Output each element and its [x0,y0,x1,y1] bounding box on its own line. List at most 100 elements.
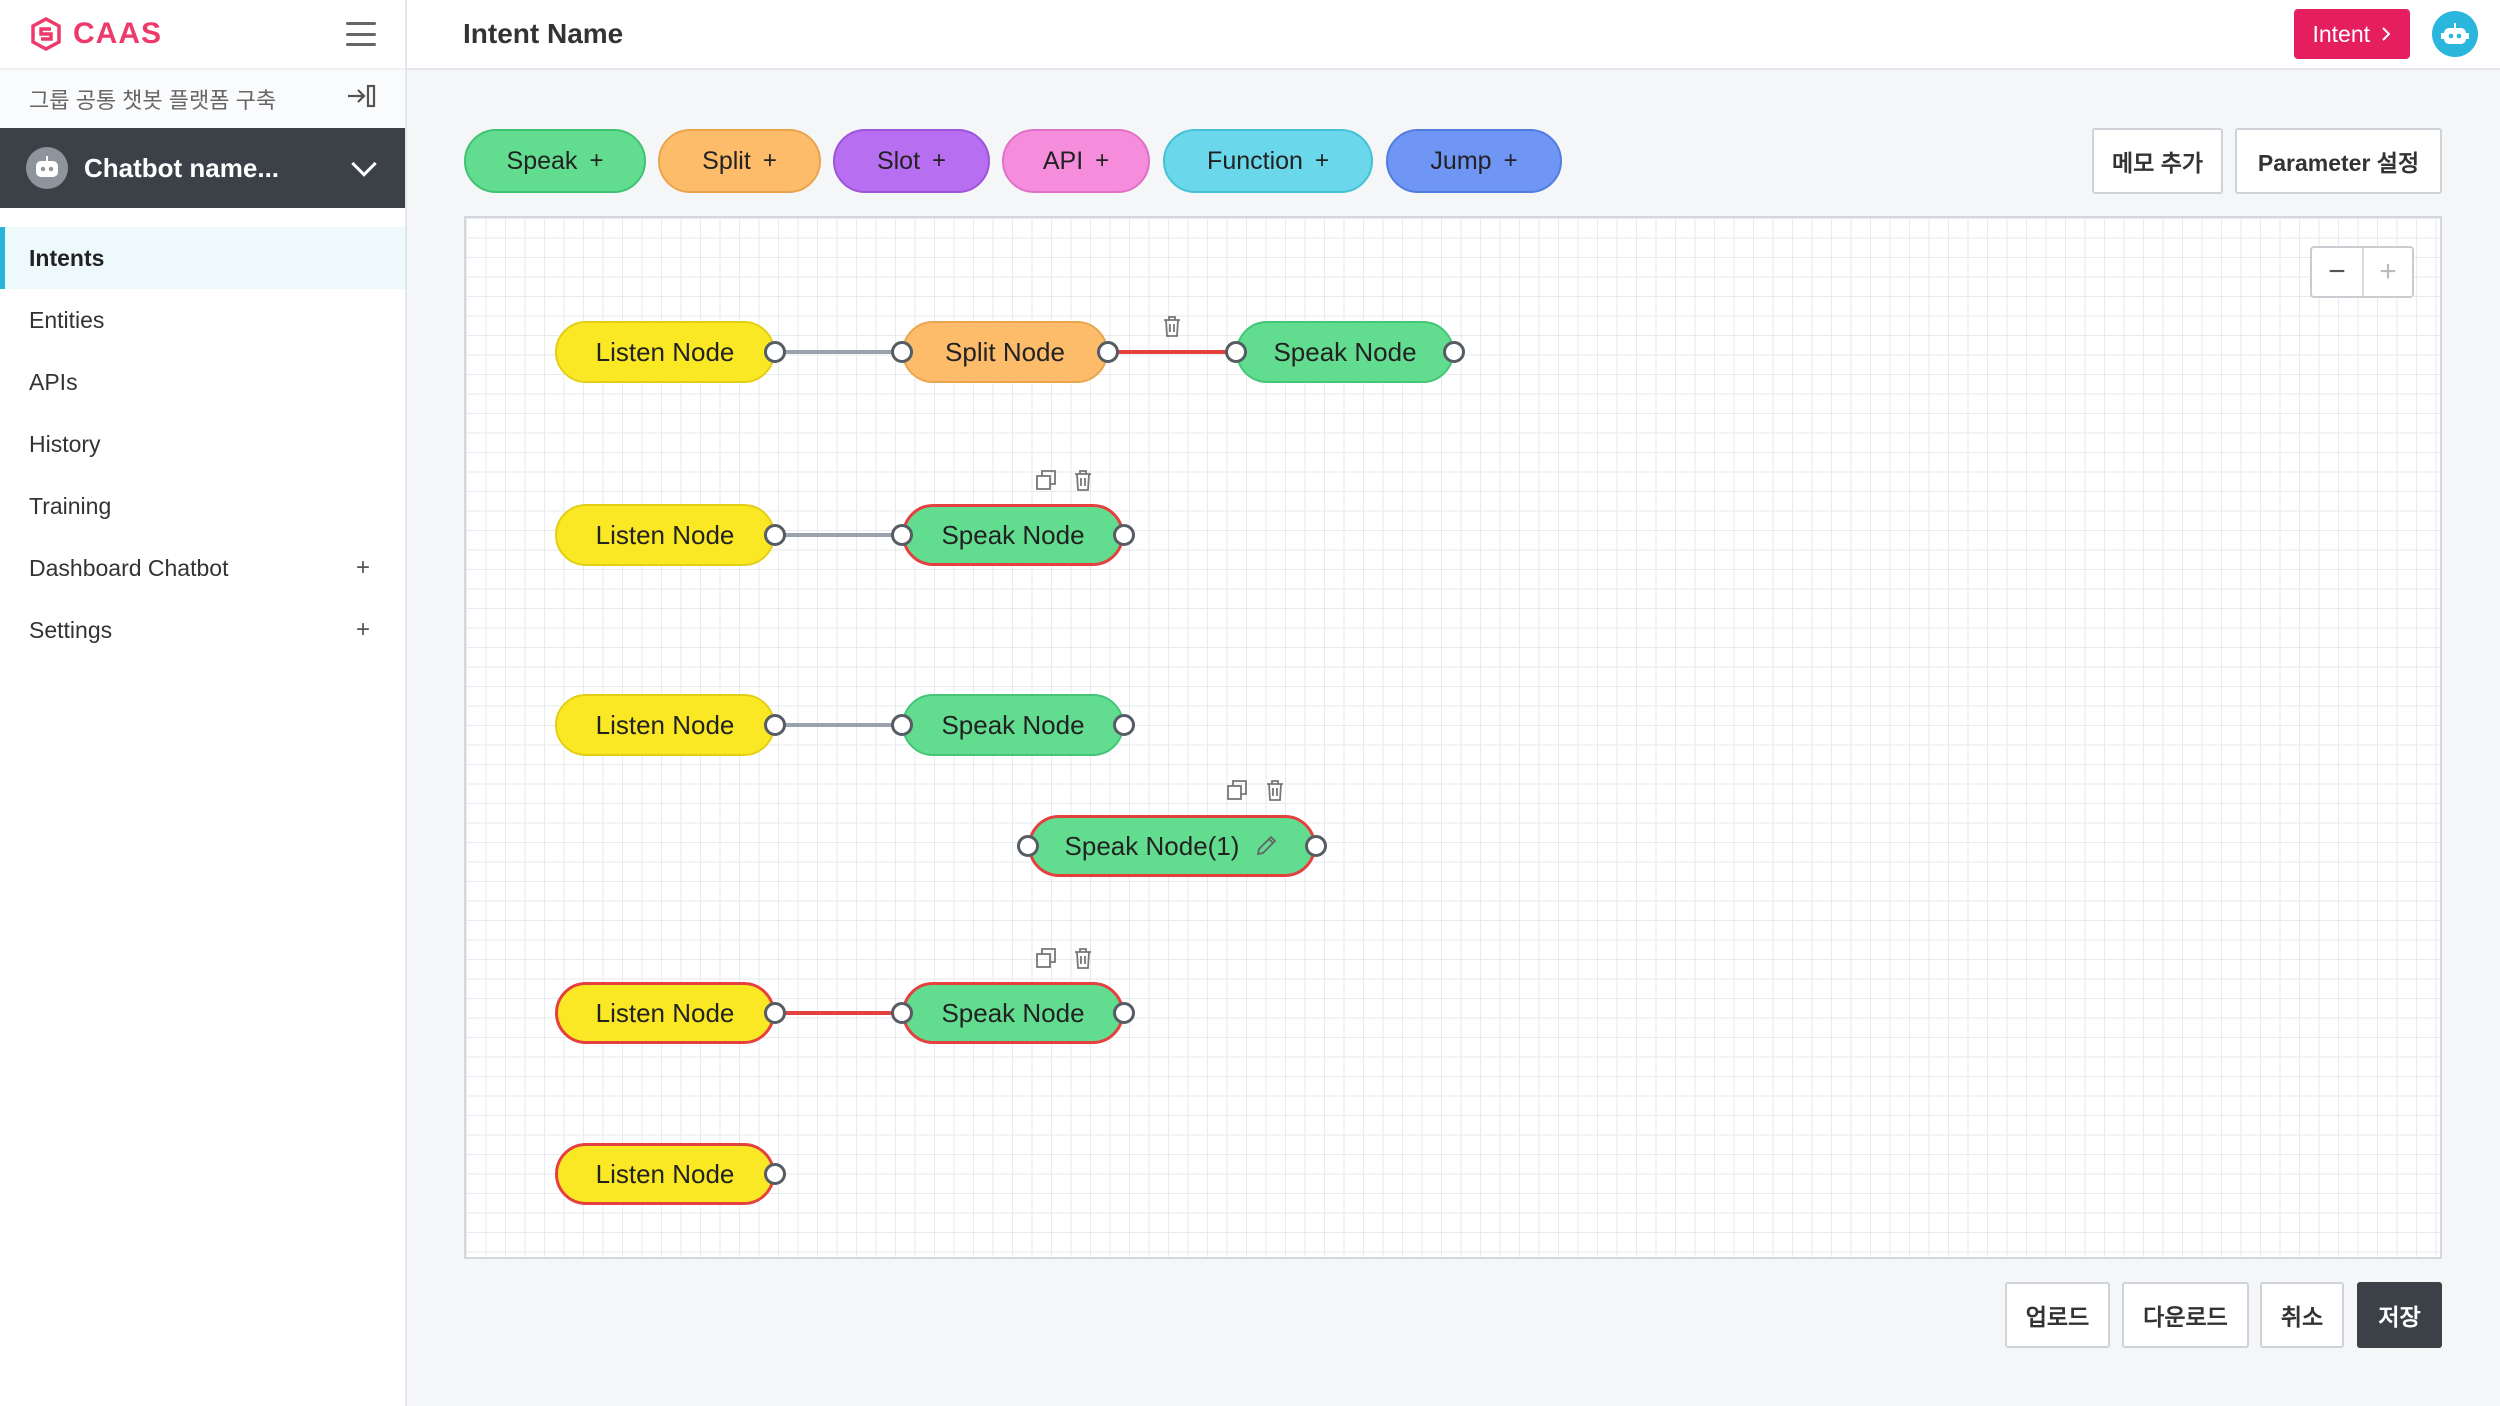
speak-node[interactable]: Speak Node [1236,321,1454,383]
project-row[interactable]: 그룹 공통 챗봇 플랫폼 구축 [0,70,405,128]
add-split-button[interactable]: Split+ [658,129,821,193]
logo-row: CAAS [0,0,405,70]
speak-node-selected[interactable]: Speak Node [902,982,1124,1044]
trash-icon[interactable] [1070,467,1096,493]
project-name: 그룹 공통 챗봇 플랫폼 구축 [29,88,277,113]
brand-name: CAAS [73,17,163,50]
sidebar-item-dashboard-chatbot[interactable]: Dashboard Chatbot+ [0,537,405,599]
split-node[interactable]: Split Node [902,321,1108,383]
sidebar-item-label: APIs [29,368,78,395]
sidebar-item-label: Entities [29,306,105,333]
input-port[interactable] [1225,341,1247,363]
sidebar-item-label: Training [29,492,112,519]
expand-icon[interactable]: + [355,616,370,643]
plus-icon: + [1095,147,1110,174]
sidebar-nav: Intents Entities APIs History Training D… [0,227,405,661]
button-label: Split [702,146,751,175]
input-port[interactable] [891,524,913,546]
input-port[interactable] [891,714,913,736]
add-api-button[interactable]: API + [1002,129,1150,193]
cancel-button[interactable]: 취소 [2260,1282,2344,1348]
sidebar-item-training[interactable]: Training [0,475,405,537]
output-port[interactable] [764,1163,786,1185]
sidebar-item-history[interactable]: History [0,413,405,475]
add-function-button[interactable]: Function + [1163,129,1373,193]
button-label: Slot [876,146,921,175]
output-port[interactable] [1113,1002,1135,1024]
sidebar: CAAS 그룹 공통 챗봇 플랫폼 구축 Chatbot name... Int… [0,0,407,1406]
copy-icon[interactable] [1033,945,1059,971]
sidebar-item-intents[interactable]: Intents [0,227,405,289]
input-port[interactable] [891,341,913,363]
sidebar-item-label: Intents [29,244,105,271]
sidebar-item-entities[interactable]: Entities [0,289,405,351]
add-memo-button[interactable]: 메모 추가 [2092,128,2223,194]
button-label: API [1042,146,1084,175]
trash-icon[interactable] [1262,777,1288,803]
chatbot-avatar-icon [26,147,68,189]
output-port[interactable] [1097,341,1119,363]
sidebar-item-apis[interactable]: APIs [0,351,405,413]
brand-logo[interactable]: CAAS [29,17,162,51]
trash-icon[interactable] [1070,945,1096,971]
button-label: Function [1207,146,1303,175]
node-label: Listen Node [595,709,735,740]
add-slot-button[interactable]: Slot + [833,129,990,193]
parameter-settings-button[interactable]: Parameter 설정 [2235,128,2442,194]
caas-logo-icon [31,17,61,51]
logout-icon[interactable] [346,83,376,116]
output-port[interactable] [1113,524,1135,546]
sidebar-item-label: Settings [29,616,113,643]
pencil-icon[interactable] [1253,833,1279,859]
button-label: Jump [1430,146,1492,175]
add-speak-button[interactable]: Speak + [464,129,646,193]
output-port[interactable] [764,341,786,363]
expand-icon[interactable]: + [355,554,370,581]
output-port[interactable] [764,524,786,546]
download-button[interactable]: 다운로드 [2122,1282,2249,1348]
speak-node[interactable]: Speak Node [902,694,1124,756]
node-label: Speak Node [941,519,1085,550]
plus-icon: + [932,147,947,174]
upload-button[interactable]: 업로드 [2005,1282,2110,1348]
trash-icon[interactable] [1159,313,1185,339]
output-port[interactable] [1443,341,1465,363]
node-label: Speak Node [1273,336,1417,367]
intent-button[interactable]: Intent [2294,9,2410,59]
user-avatar-icon[interactable] [2432,11,2478,57]
add-jump-button[interactable]: Jump + [1386,129,1562,193]
node-label: Speak Node(1) [1064,830,1240,861]
listen-node-selected[interactable]: Listen Node [555,982,775,1044]
node-label: Listen Node [595,336,735,367]
listen-node[interactable]: Listen Node [555,321,775,383]
plus-icon: + [589,147,604,174]
node-label: Listen Node [595,1158,735,1189]
input-port[interactable] [1017,835,1039,857]
copy-icon[interactable] [1224,777,1250,803]
zoom-out-button[interactable]: − [2328,255,2346,288]
output-port[interactable] [1305,835,1327,857]
output-port[interactable] [1113,714,1135,736]
button-label: Speak [506,146,578,175]
listen-node[interactable]: Listen Node [555,694,775,756]
page-title: Intent Name [463,18,624,49]
sidebar-item-settings[interactable]: Settings + [0,599,405,661]
copy-icon[interactable] [1033,467,1059,493]
listen-node[interactable]: Listen Node [555,504,775,566]
edges-layer [775,350,1236,1015]
input-port[interactable] [891,1002,913,1024]
intent-button-label: Intent [2312,20,2370,47]
output-port[interactable] [764,714,786,736]
chatbot-selector[interactable]: Chatbot name... [0,128,405,208]
zoom-in-button[interactable]: + [2362,248,2412,296]
output-port[interactable] [764,1002,786,1024]
menu-icon[interactable] [346,22,376,46]
speak-node-selected[interactable]: Speak Node [902,504,1124,566]
listen-node-selected[interactable]: Listen Node [555,1143,775,1205]
save-button[interactable]: 저장 [2357,1282,2442,1348]
plus-icon: + [1314,147,1329,174]
sidebar-item-label: History [29,430,101,457]
flow-canvas[interactable]: − + Listen Node Split Node Speak Node Li… [464,216,2442,1259]
speak-node-editing[interactable]: Speak Node(1) [1028,815,1316,877]
plus-icon: + [1503,147,1518,174]
